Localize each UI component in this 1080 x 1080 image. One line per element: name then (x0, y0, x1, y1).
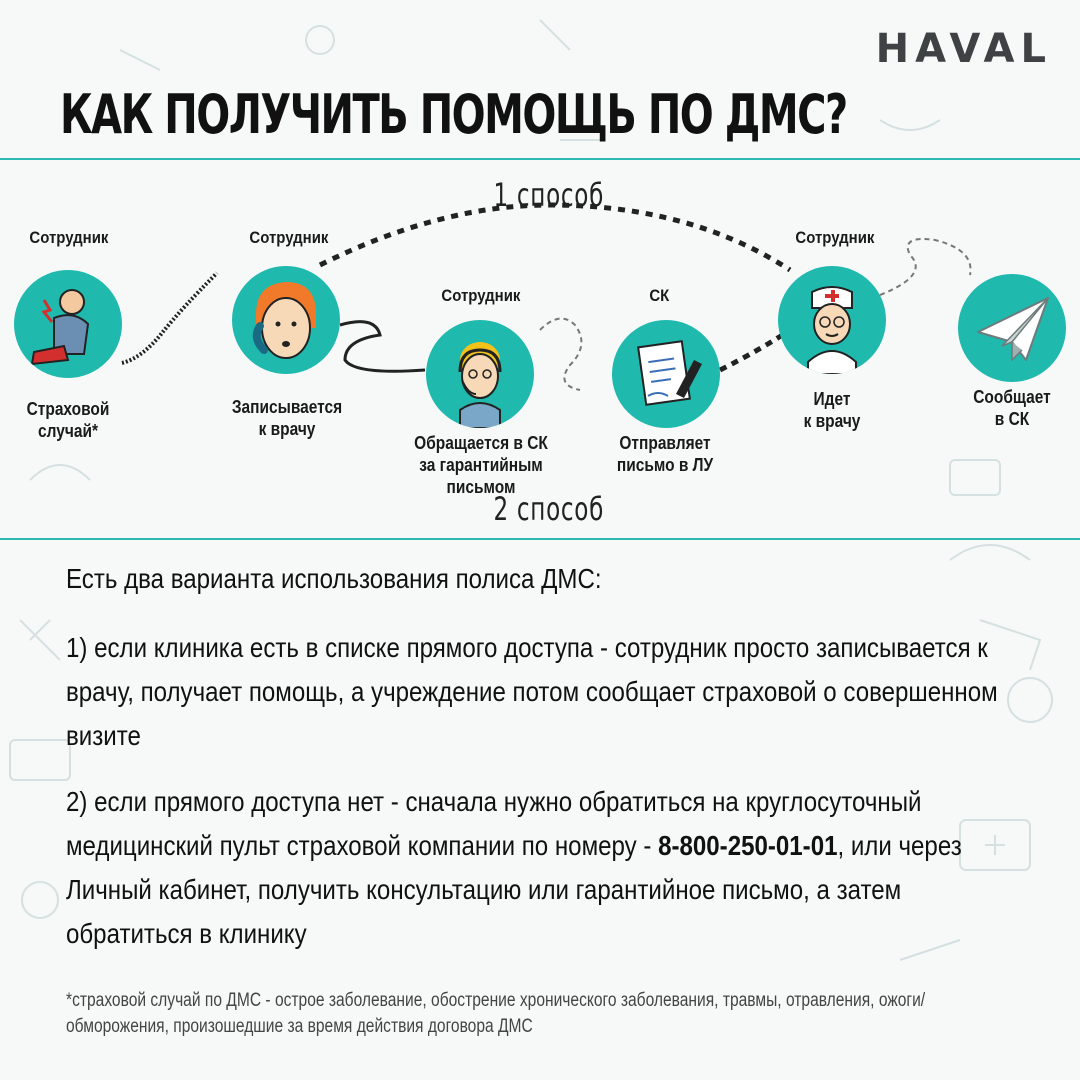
injured-person-icon (30, 289, 90, 366)
hotline-phone-number[interactable]: 8-800-250-01-01 (658, 830, 838, 861)
footnote: *страховой случай по ДМС - острое заболе… (66, 990, 926, 1037)
footsteps-arc (318, 202, 792, 273)
step-2-circle (232, 266, 340, 374)
step-3-caption: Обращается в СК за гарантийным письмом (414, 433, 548, 497)
intro-line: Есть два варианта использования полиса Д… (66, 563, 602, 594)
step-4-caption: Отправляет письмо в ЛУ (616, 433, 714, 475)
step-2-caption: Записывается к врачу (231, 397, 343, 439)
step-5-caption: Идет к врачу (803, 389, 861, 431)
footsteps-connector (718, 327, 792, 373)
page-title: КАК ПОЛУЧИТЬ ПОМОЩЬ ПО ДМС? (60, 83, 848, 146)
doctor-icon (807, 286, 857, 374)
option-2: 2) если прямого доступа нет - сначала ну… (66, 780, 1012, 956)
option-1: 1) если клиника есть в списке прямого до… (66, 632, 998, 751)
step-6-caption: Сообщает в СК (973, 387, 1051, 429)
step-5-circle (778, 266, 886, 374)
step-5-role: Сотрудник (795, 228, 875, 247)
paper-plane-icon (977, 297, 1049, 362)
letter-pen-icon (637, 340, 702, 406)
explanation-text: Есть два варианта использования полиса Д… (66, 562, 998, 978)
phone-call-person-icon (252, 282, 316, 359)
step-6-circle (958, 274, 1066, 382)
step-4-circle (612, 320, 720, 428)
connector-lines (121, 202, 972, 391)
step-2-role: Сотрудник (249, 228, 329, 247)
dashed-connector (539, 317, 583, 391)
top-divider (0, 158, 1080, 160)
phone-cord-connector (121, 271, 219, 365)
haval-logo: HAVAL (875, 26, 1052, 72)
option-2-text-end: , или через Личный кабинет, получить кон… (66, 830, 962, 949)
step-3-role: Сотрудник (441, 286, 521, 305)
step-4-role: СК (649, 286, 670, 305)
dashed-connector-2 (879, 238, 972, 296)
step-3-circle (426, 320, 534, 428)
method-2-label: 2 способ (493, 490, 605, 528)
operator-headset-icon (458, 342, 502, 428)
step-1-caption: Страховой случай* (26, 399, 110, 441)
step-1-role: Сотрудник (29, 228, 109, 247)
option-2-text-start: 2) если прямого доступа нет - сначала ну… (66, 786, 922, 861)
step-1-circle (14, 270, 122, 378)
method-1-label: 1 способ (493, 176, 605, 214)
middle-divider (0, 538, 1080, 540)
phone-cord-connector-2 (339, 320, 426, 373)
process-diagram: 1 способ 2 способ Сотрудник Страховой сл… (0, 170, 1080, 540)
